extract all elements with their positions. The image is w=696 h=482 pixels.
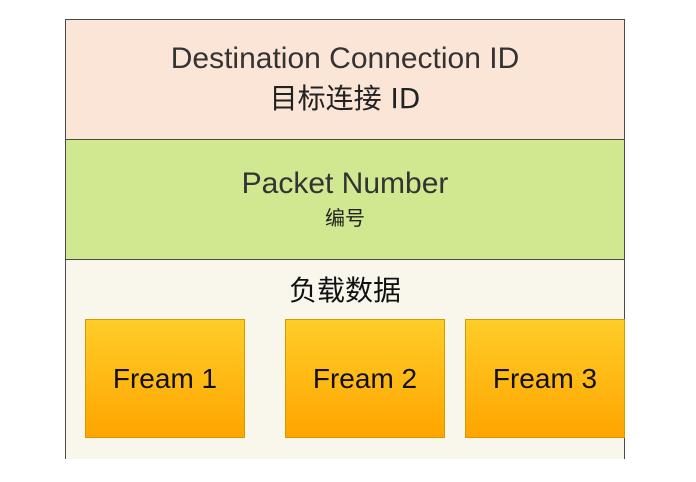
packet-number-section: Packet Number 编号	[66, 140, 624, 260]
frame-box-3: Fream 3	[465, 319, 625, 438]
frame-box-2: Fream 2	[285, 319, 445, 438]
packet-number-label: Packet Number	[241, 167, 449, 200]
frame-box-1: Fream 1	[85, 319, 245, 438]
packet-diagram: Destination Connection ID 目标连接 ID Packet…	[65, 19, 625, 459]
payload-label: 负载数据	[288, 274, 401, 307]
destination-connection-id-label-zh: 目标连接 ID	[269, 82, 421, 115]
payload-section: 负载数据 Fream 1 Fream 2 Fream 3	[66, 260, 625, 459]
packet-number-label-zh: 编号	[325, 206, 365, 230]
destination-connection-id-label: Destination Connection ID	[170, 42, 520, 75]
destination-connection-id-section: Destination Connection ID 目标连接 ID	[66, 20, 624, 140]
